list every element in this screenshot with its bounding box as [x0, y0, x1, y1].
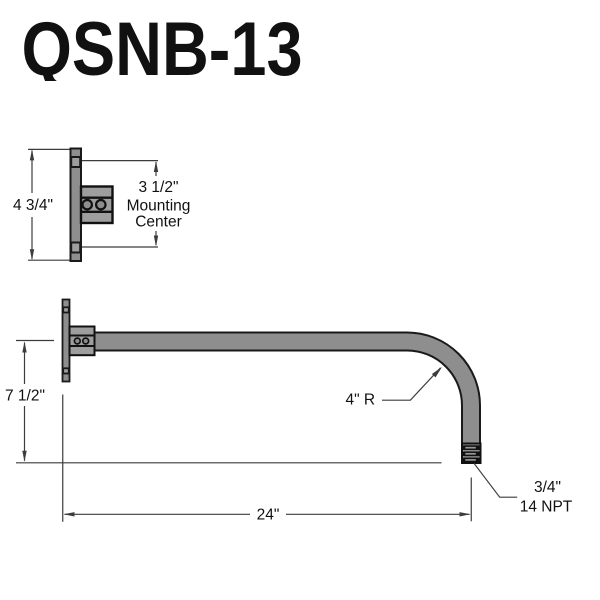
- svg-text:Center: Center: [135, 214, 182, 231]
- svg-text:7 1/2": 7 1/2": [5, 388, 45, 405]
- svg-text:14 NPT: 14 NPT: [520, 499, 573, 516]
- svg-text:Mounting: Mounting: [127, 198, 191, 215]
- svg-text:24": 24": [257, 507, 280, 524]
- svg-text:3/4": 3/4": [534, 479, 561, 496]
- svg-text:4" R: 4" R: [346, 392, 376, 409]
- svg-text:4 3/4": 4 3/4": [13, 197, 53, 214]
- svg-text:3 1/2": 3 1/2": [139, 179, 179, 196]
- svg-text:QSNB-13: QSNB-13: [22, 7, 303, 92]
